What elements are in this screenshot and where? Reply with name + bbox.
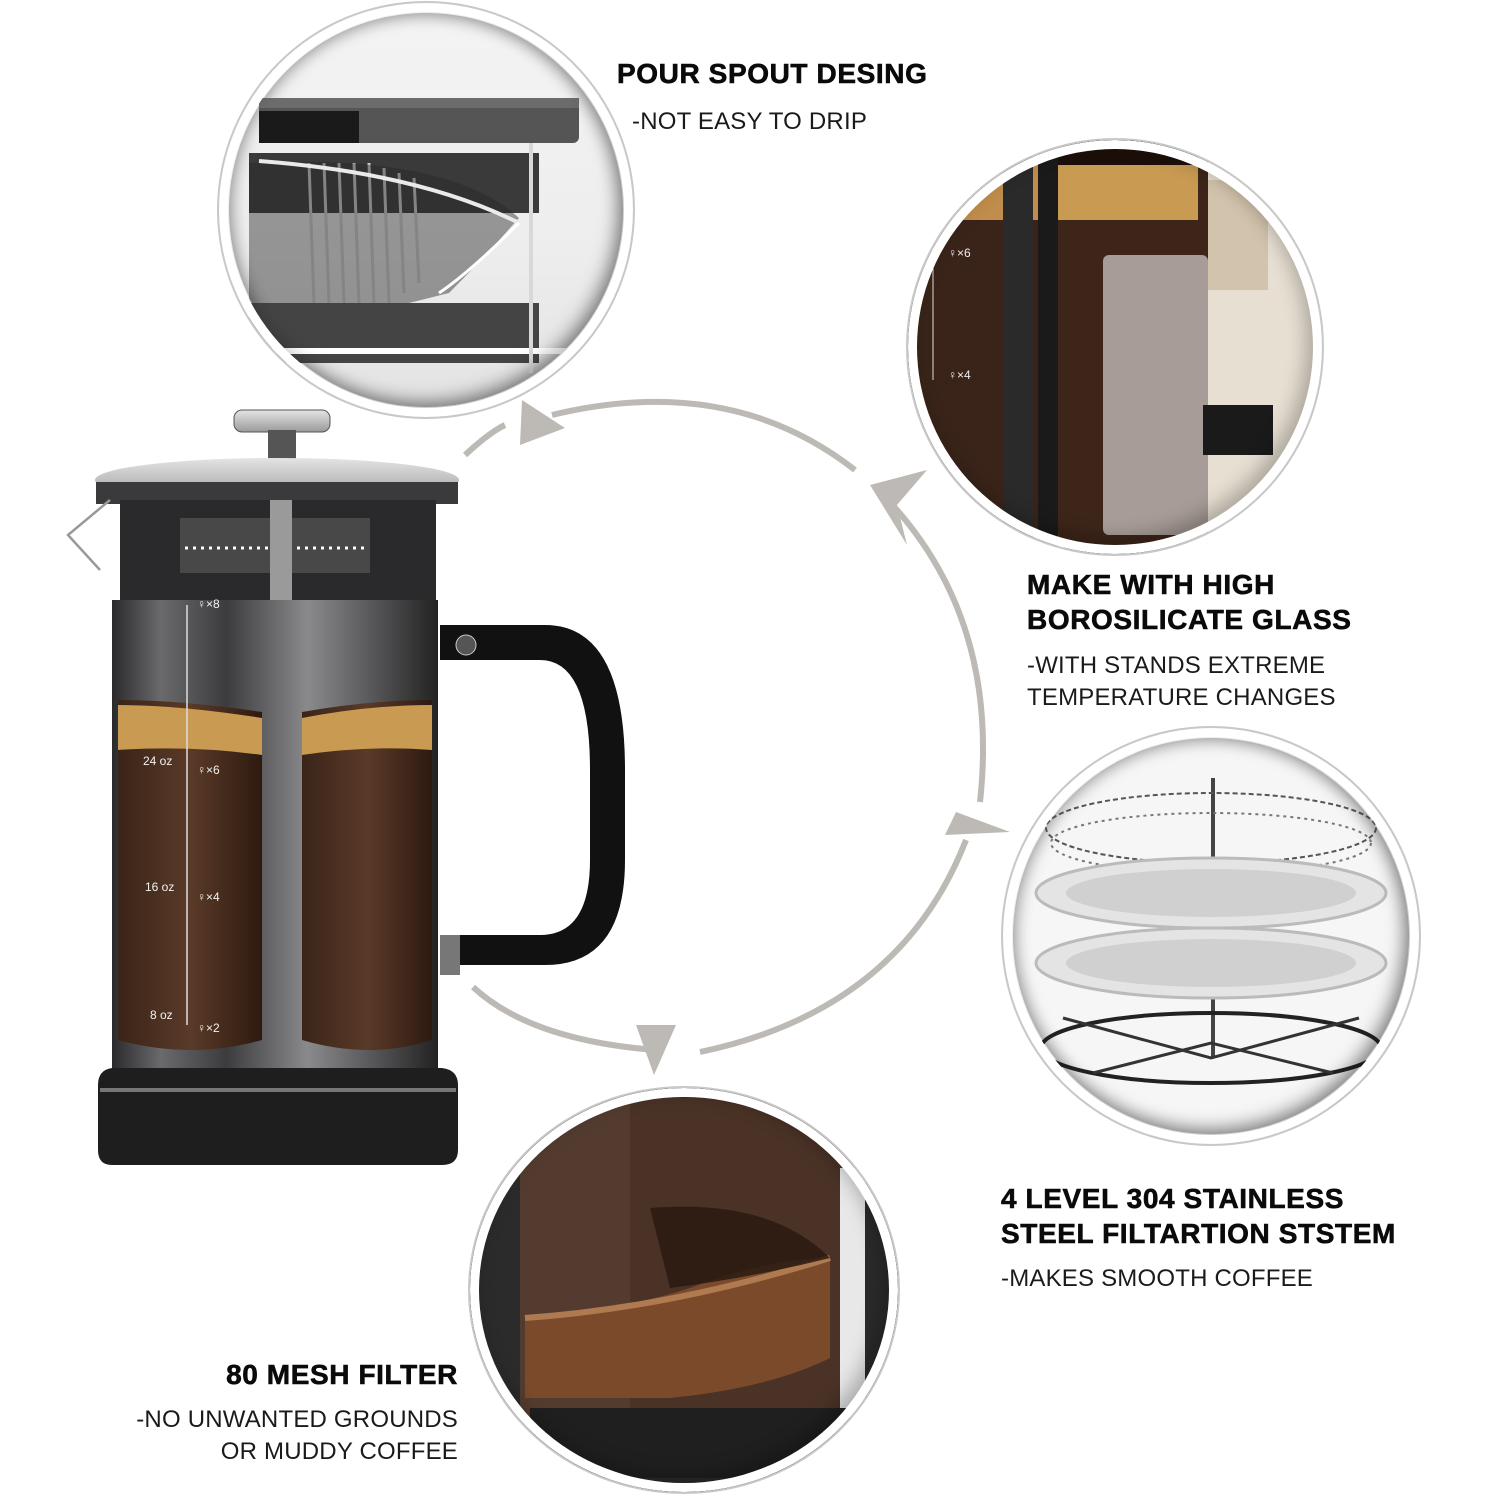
arc-segment: [462, 422, 507, 458]
feature-title: POUR SPOUT DESING: [617, 58, 928, 90]
arc-segment: [885, 497, 987, 803]
scale-label-cups-4: ♀×4: [948, 368, 971, 382]
scale-label-16oz: 16 oz: [145, 880, 175, 894]
scale-label-cups-4: ♀×4: [197, 890, 220, 904]
window-right: [302, 700, 432, 1050]
feature-title: 4 LEVEL 304 STAINLESS: [1001, 1183, 1345, 1215]
scale-label-cups-6: ♀×6: [948, 246, 971, 260]
detail-photo-pour-spout: [219, 3, 633, 417]
feature-title: BOROSILICATE GLASS: [1027, 604, 1352, 636]
scale-label-cups-8: ♀×8: [197, 597, 220, 611]
feature-title: MAKE WITH HIGH: [1027, 569, 1275, 601]
feature-subtitle: -NO UNWANTED GROUNDS: [136, 1406, 458, 1433]
feature-subtitle: TEMPERATURE CHANGES: [1027, 684, 1336, 711]
scale-label-cups-6: ♀×6: [197, 763, 220, 777]
spout: [66, 499, 111, 571]
pour-spout-illustration: [239, 98, 579, 373]
plunger-knob: [233, 409, 331, 433]
arc-segment: [470, 984, 656, 1053]
arrow-head-icon: [870, 470, 927, 545]
feature-subtitle: -NOT EASY TO DRIP: [632, 108, 868, 135]
feature-subtitle: -MAKES SMOOTH COFFEE: [1001, 1265, 1314, 1292]
feature-mesh: 80 MESH FILTER -NO UNWANTED GROUNDS OR M…: [136, 1357, 458, 1468]
scale-label-cups-2: ♀×2: [197, 1021, 220, 1035]
feature-filtration: 4 LEVEL 304 STAINLESS STEEL FILTARTION S…: [1001, 1181, 1396, 1295]
feature-pour-spout: POUR SPOUT DESING -NOT EASY TO DRIP: [617, 56, 927, 138]
scale-label-8oz: 8 oz: [150, 1008, 173, 1022]
feature-subtitle: OR MUDDY COFFEE: [220, 1438, 458, 1465]
arc-segment: [551, 398, 857, 473]
feature-borosilicate: MAKE WITH HIGH BOROSILICATE GLASS -WITH …: [1027, 567, 1352, 714]
filter-system-illustration: [1034, 778, 1388, 1085]
arrow-head-icon: [945, 812, 1010, 835]
base: [98, 1068, 458, 1165]
arrow-head-icon: [636, 1025, 676, 1075]
mesh-filter-illustration: [470, 1088, 898, 1492]
feature-title: 80 MESH FILTER: [226, 1359, 458, 1391]
glass-illustration: ♀×6 ♀×4: [908, 140, 1322, 554]
detail-photo-filter-system: [1003, 728, 1419, 1144]
handle: [440, 625, 625, 965]
feature-title: STEEL FILTARTION STSTEM: [1001, 1218, 1396, 1250]
french-press-illustration: [66, 409, 625, 1165]
feature-subtitle: -WITH STANDS EXTREME: [1027, 652, 1326, 679]
detail-photo-mesh-filter: [470, 1088, 898, 1492]
arrow-head-icon: [520, 400, 565, 445]
detail-photo-borosilicate-glass: ♀×6 ♀×4: [908, 140, 1322, 554]
window-left: [118, 700, 262, 1050]
scale-label-24oz: 24 oz: [143, 754, 173, 768]
arc-segment: [699, 838, 969, 1055]
